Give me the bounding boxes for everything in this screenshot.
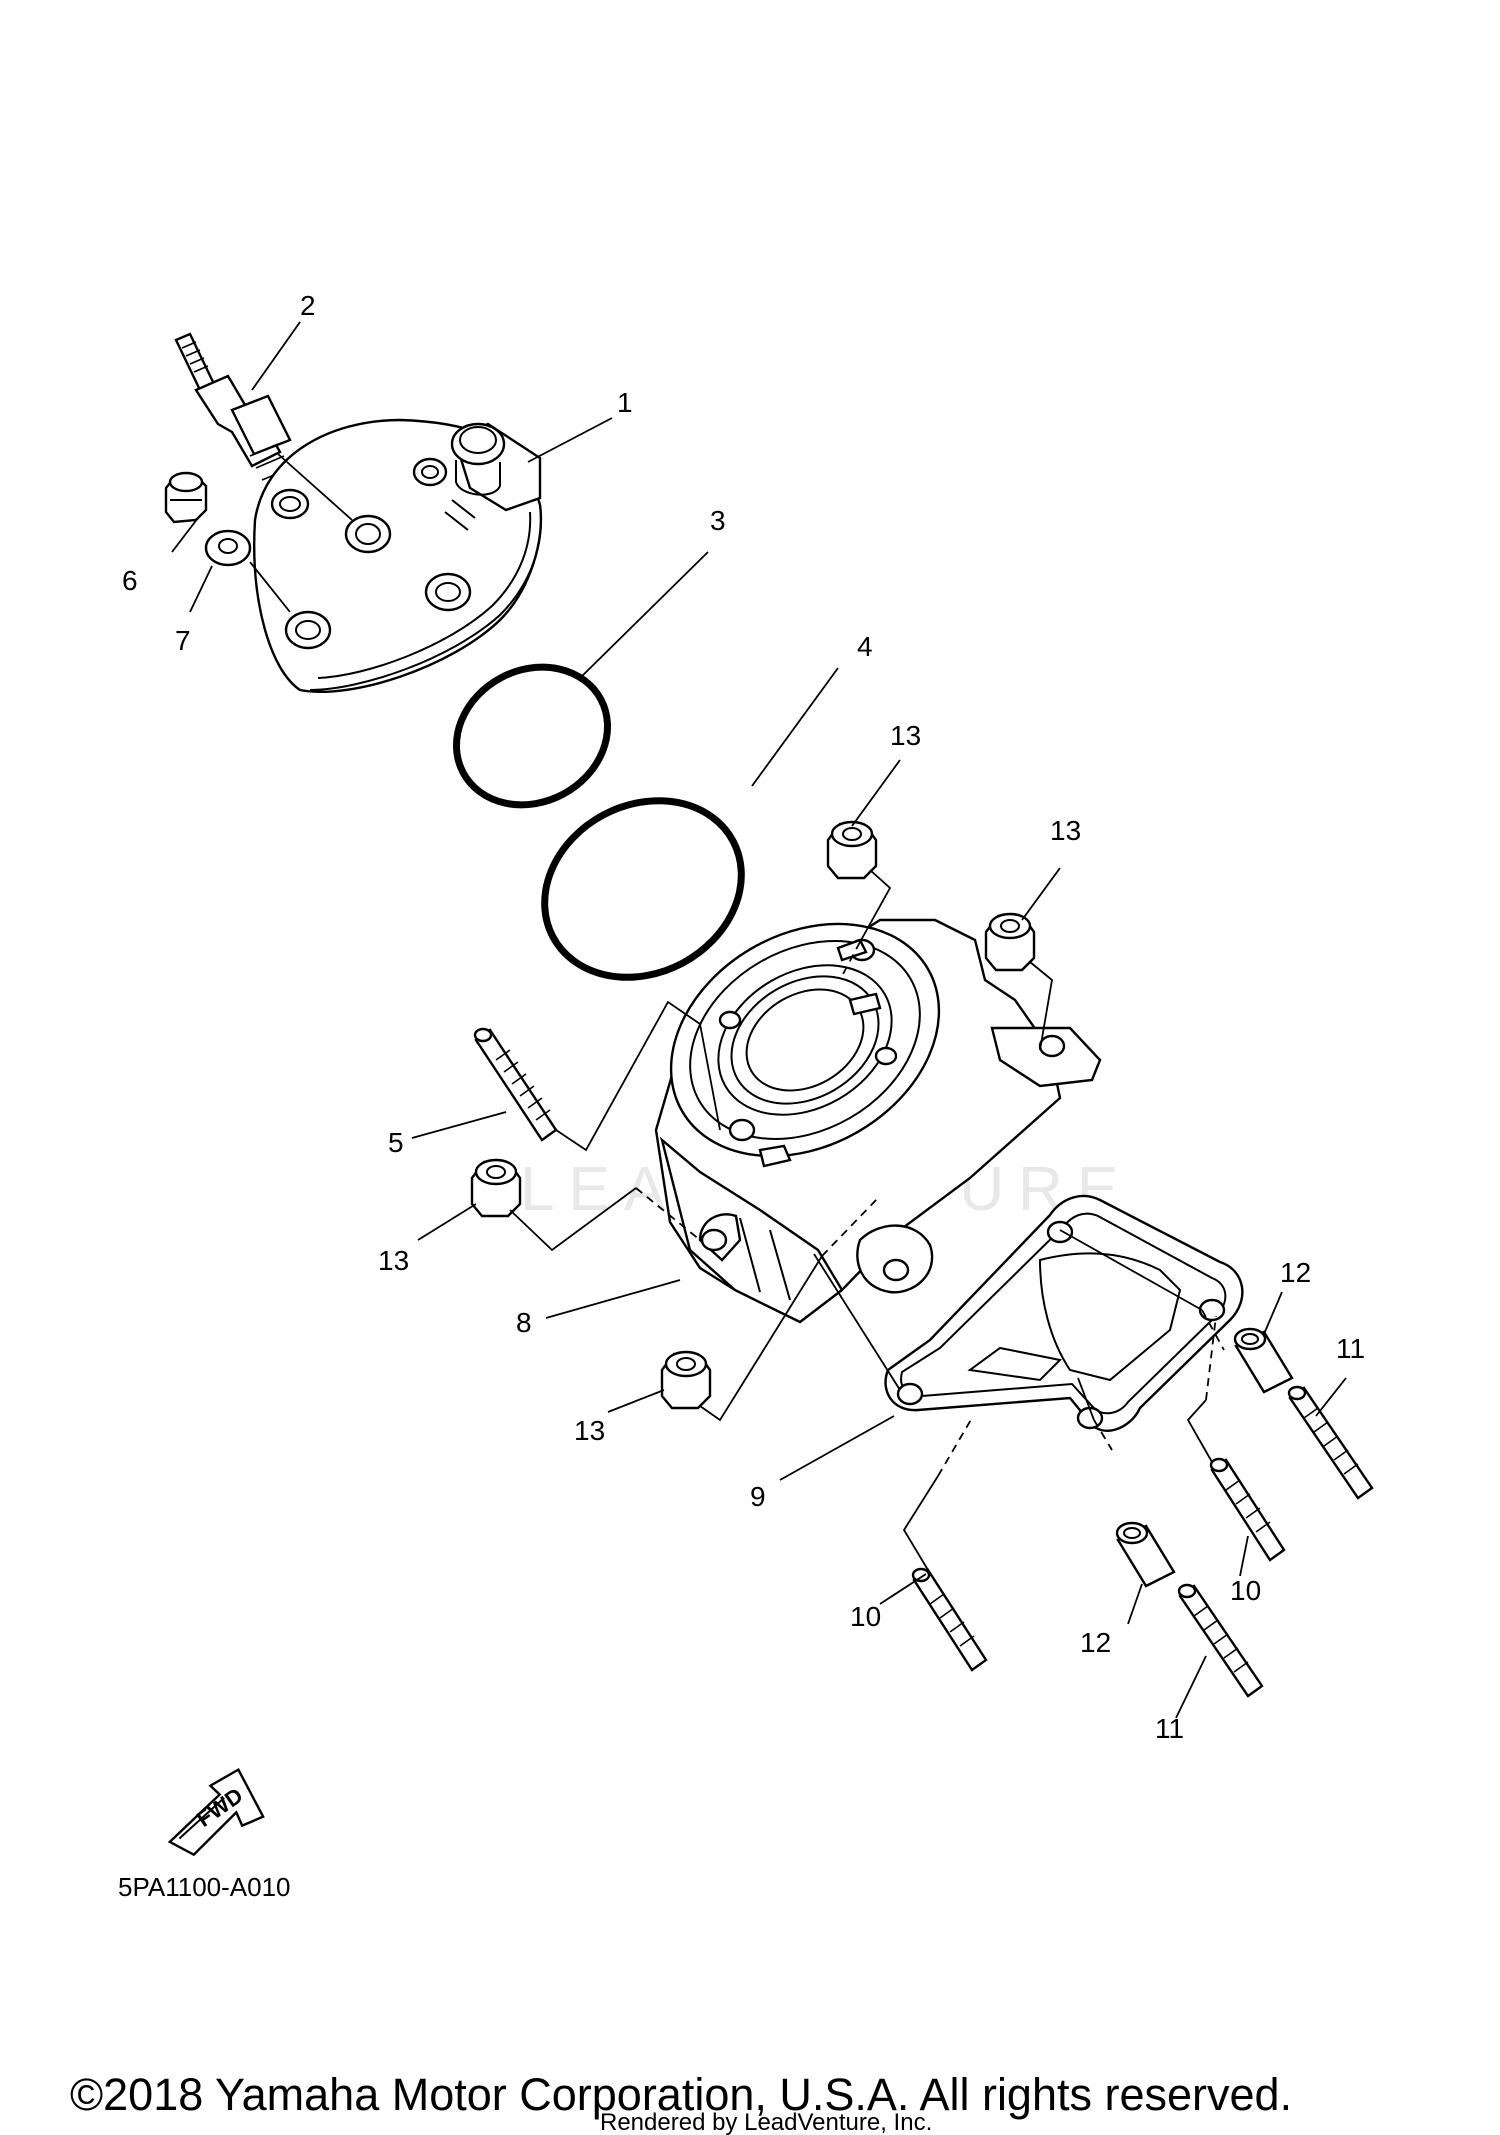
o-ring-small bbox=[452, 663, 612, 809]
callout-leaders bbox=[171, 321, 1347, 1719]
head-washer bbox=[204, 529, 291, 613]
callout-11-upper: 11 bbox=[1336, 1333, 1365, 1364]
stud-10-left bbox=[911, 1567, 988, 1672]
callout-9: 9 bbox=[750, 1481, 766, 1512]
callout-10-right: 10 bbox=[1230, 1575, 1261, 1606]
callout-12-upper: 12 bbox=[1280, 1257, 1311, 1288]
stud-11-lower bbox=[1177, 1583, 1264, 1698]
assembly-guides bbox=[509, 869, 1225, 1571]
cylinder-head bbox=[253, 418, 543, 694]
callout-13-right: 13 bbox=[1050, 815, 1081, 846]
callout-5: 5 bbox=[388, 1127, 404, 1158]
o-ring-large bbox=[541, 797, 745, 981]
cylinder bbox=[654, 918, 1102, 1324]
dowel-pin-lower bbox=[1115, 1521, 1176, 1588]
cylinder-nut-2 bbox=[984, 912, 1036, 972]
diagram-code: 5PA1100-A010 bbox=[118, 1872, 291, 1902]
callout-2: 2 bbox=[300, 290, 316, 321]
cylinder-nut-1 bbox=[826, 820, 878, 880]
cylinder-nut-3 bbox=[470, 1158, 522, 1218]
dowel-pin-upper bbox=[1233, 1327, 1294, 1394]
callout-13-left: 13 bbox=[378, 1245, 409, 1276]
renderer-credit: Rendered by LeadVenture, Inc. bbox=[600, 2109, 932, 2135]
callout-13-top: 13 bbox=[890, 720, 921, 751]
callout-13-bottom: 13 bbox=[574, 1415, 605, 1446]
fwd-arrow: FWD bbox=[167, 1767, 265, 1857]
stud-5 bbox=[473, 1027, 558, 1142]
copyright-text: ©2018 Yamaha Motor Corporation, U.S.A. A… bbox=[70, 2069, 1292, 2120]
callout-4: 4 bbox=[857, 631, 873, 662]
callout-11-lower: 11 bbox=[1155, 1713, 1184, 1744]
head-nut bbox=[164, 471, 208, 524]
cylinder-nut-4 bbox=[660, 1350, 712, 1410]
callout-7: 7 bbox=[175, 625, 191, 656]
callout-8: 8 bbox=[516, 1307, 532, 1338]
callout-10-left: 10 bbox=[850, 1601, 881, 1632]
base-gasket bbox=[884, 1194, 1244, 1432]
callout-1: 1 bbox=[617, 387, 633, 418]
callout-6: 6 bbox=[122, 565, 138, 596]
callout-12-lower: 12 bbox=[1080, 1627, 1111, 1658]
spark-plug bbox=[174, 332, 292, 481]
callout-labels: 1 2 3 4 5 6 7 8 9 10 10 11 11 12 12 13 1… bbox=[122, 290, 1365, 1744]
stud-10-right bbox=[1209, 1457, 1286, 1562]
callout-3: 3 bbox=[710, 505, 726, 536]
stud-11-upper bbox=[1287, 1385, 1374, 1500]
